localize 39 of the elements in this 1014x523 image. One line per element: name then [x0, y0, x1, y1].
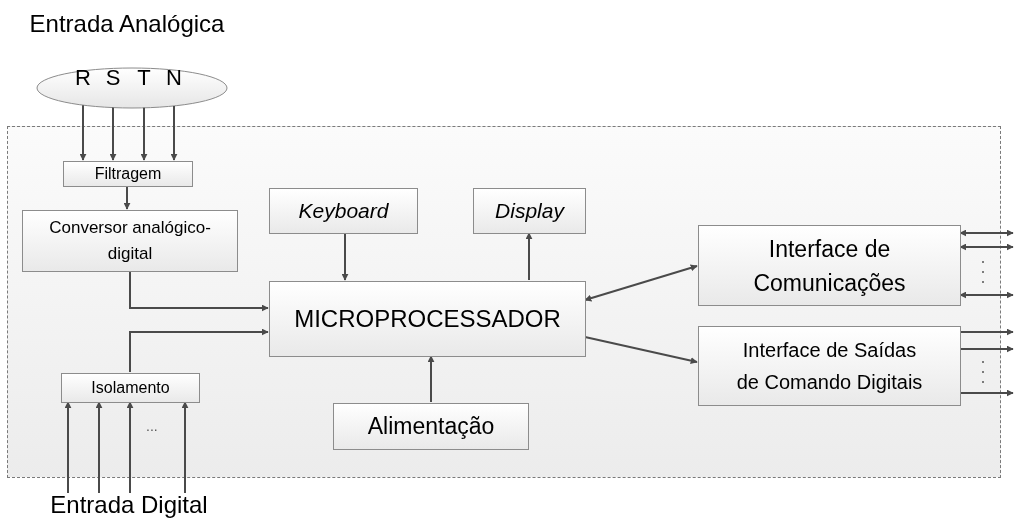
- process-box: Interface de Saídas de Comando Digitais: [698, 326, 961, 406]
- arrow: [427, 355, 435, 403]
- arrow: [79, 104, 87, 161]
- arrow: [959, 345, 1014, 353]
- arrow: [959, 229, 1014, 237]
- arrow: [525, 232, 533, 281]
- process-box: Alimentação: [333, 403, 529, 450]
- process-box: MICROPROCESSADOR: [269, 281, 586, 357]
- process-box: Filtragem: [63, 161, 193, 187]
- arrow: [181, 401, 189, 494]
- phase-letter: N: [166, 66, 182, 90]
- ellipsis-label: ...: [146, 418, 158, 434]
- phase-letter: S: [105, 66, 121, 90]
- phase-letter: R: [75, 66, 91, 90]
- process-box: Conversor analógico-digital: [22, 210, 238, 272]
- arrow: [123, 185, 131, 210]
- arrow: [584, 264, 698, 302]
- process-box: Keyboard: [269, 188, 418, 234]
- arrow: [109, 106, 117, 161]
- phase-letter: T: [137, 66, 151, 90]
- arrow: [126, 401, 134, 494]
- arrow: [341, 232, 349, 281]
- arrow: [584, 336, 698, 365]
- input-heading: Entrada Analógica: [28, 9, 226, 39]
- arrow: [170, 104, 178, 161]
- arrow: [959, 389, 1014, 397]
- arrow: [959, 243, 1014, 251]
- arrow: [129, 328, 269, 373]
- arrow: [129, 270, 269, 312]
- system-enclosure: [7, 126, 1001, 478]
- arrow: [959, 328, 1014, 336]
- process-box: Isolamento: [61, 373, 200, 403]
- arrow: [64, 401, 72, 494]
- arrow: [140, 106, 148, 161]
- process-box: Interface de Comunicações: [698, 225, 961, 306]
- arrow: [959, 291, 1014, 299]
- input-label: Entrada Digital: [50, 490, 208, 520]
- process-box: Display: [473, 188, 586, 234]
- arrow: [95, 401, 103, 494]
